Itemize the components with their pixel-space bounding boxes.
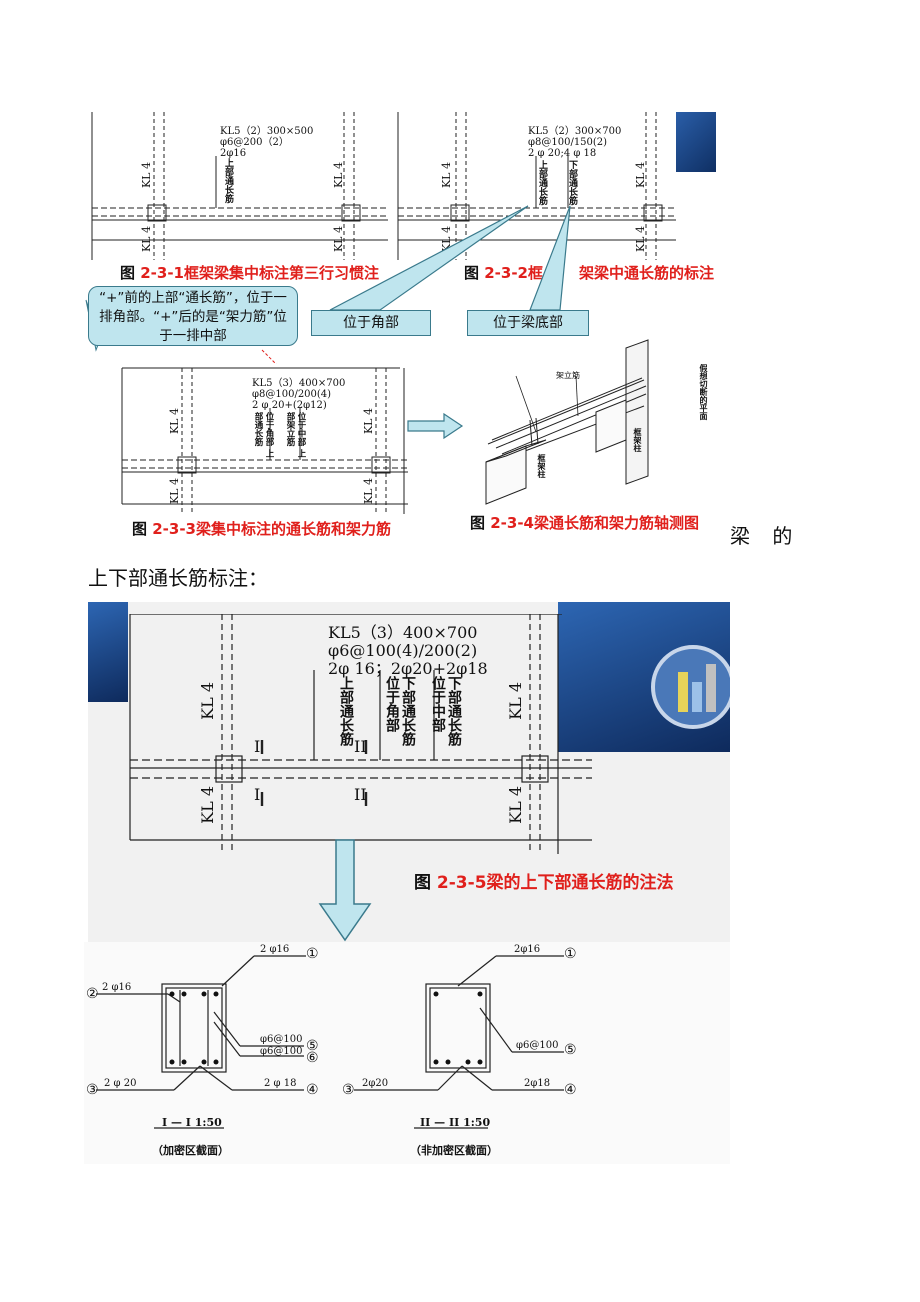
- right-bottom-right: 2φ18: [524, 1078, 551, 1089]
- right-subtitle: （非加密区截面）: [410, 1144, 498, 1157]
- figure-2-3-4: 架立筋 框架柱 假想切断的平面 框架柱: [466, 336, 718, 508]
- figure-2-3-5-annotation: KL5（3）400×700 φ6@100(4)/200(2) 2φ 16；2φ2…: [328, 623, 488, 678]
- right-title: II — II 1:50: [420, 1116, 491, 1129]
- figure-2-3-3-vertical-label-1: 位于角部 上部通长筋: [253, 412, 274, 458]
- figure-2-3-3-kl-bottom-left: KL 4: [168, 478, 181, 505]
- figure-2-3-4-caption-text: 梁通长筋和架力筋轴测图: [534, 514, 700, 532]
- figure-2-3-4-caption-num: 2-3-4: [490, 514, 534, 532]
- left-stirrup2: φ6@100: [260, 1046, 303, 1057]
- figure-2-3-1-vertical-label: 上部通长筋: [223, 158, 233, 203]
- figure-2-3-4-drawing: [485, 339, 649, 505]
- arrow-right-icon: [407, 412, 464, 440]
- callout-bottom: 位于梁底部: [467, 310, 589, 336]
- left-left-bar: 2 φ16: [102, 982, 132, 993]
- figure-2-3-5-kl-top-left: KL 4: [198, 682, 217, 720]
- figure-2-3-2-caption-num: 2-3-2: [484, 264, 528, 282]
- figure-2-3-5-col3a: 下部通长筋: [446, 676, 462, 746]
- right-n3: ③: [342, 1082, 355, 1098]
- figure-2-3-5-col3b: 位于中部: [430, 676, 446, 732]
- figure-2-3-2-drawing: [397, 112, 676, 260]
- figure-2-3-2-annotation: KL5（2）300×700 φ8@100/150(2) 2 φ 20;4 φ 1…: [528, 126, 622, 159]
- figure-2-3-3-annotation: KL5（3）400×700 φ8@100/200(4) 2 φ 20+(2φ12…: [252, 378, 346, 411]
- figure-2-3-2-caption: 图 2-3-2框 架梁中通长筋的标注: [464, 262, 714, 283]
- chart-globe-icon: [651, 645, 730, 729]
- right-stirrup: φ6@100: [516, 1040, 559, 1051]
- figure-2-3-5-kl-bottom-left: KL 4: [198, 786, 217, 824]
- left-stirrup1: φ6@100: [260, 1034, 303, 1045]
- figure-2-3-4-label-frame-col: 框架柱: [633, 428, 642, 452]
- figure-2-3-5-section-ii-bottom: II: [354, 785, 367, 804]
- left-n6: ⑥: [306, 1050, 319, 1066]
- figure-2-3-3-kl-top-left: KL 4: [168, 408, 181, 435]
- figure-2-3-4-caption: 图 2-3-4梁通长筋和架力筋轴测图: [470, 512, 699, 533]
- figure-2-3-5-col2b: 位于角部: [384, 676, 400, 732]
- figure-2-3-2-caption-text: 框: [528, 264, 544, 282]
- left-subtitle: （加密区截面）: [152, 1144, 229, 1157]
- left-bottom-left: 2 φ 20: [104, 1078, 137, 1089]
- left-top-bar: 2 φ16: [260, 944, 290, 955]
- figure-2-3-4-caption-prefix: 图: [470, 514, 491, 532]
- banner-left: [88, 602, 128, 702]
- figure-2-3-2-caption-text-2: 架梁中通长筋的标注: [579, 264, 715, 282]
- figure-2-3-1-caption-prefix: 图: [120, 264, 141, 282]
- figure-2-3-5-caption: 图 2-3-5梁的上下部通长筋的注法: [414, 868, 674, 893]
- figure-2-3-1-drawing: [91, 112, 388, 260]
- sections-drawing: [96, 955, 564, 1129]
- right-top-bar: 2φ16: [514, 944, 541, 955]
- figure-2-3-1-caption-num: 2-3-1: [140, 264, 184, 282]
- figure-2-3-1-caption-text: 框架梁集中标注第三行习惯注: [184, 264, 380, 282]
- right-n1: ①: [564, 946, 577, 962]
- figure-2-3-5-caption-num: 2-3-5: [436, 873, 487, 893]
- figure-2-3-4-label-right: 假想切断的平面: [699, 364, 708, 420]
- figure-2-3-1-caption: 图 2-3-1框架梁集中标注第三行习惯注: [120, 262, 379, 283]
- callout-main: “+”前的上部“通长筋”，位于一排角部。“+”后的是“架力筋”位于一排中部: [88, 286, 298, 346]
- figure-2-3-3-caption-num: 2-3-3: [152, 520, 196, 538]
- sections-panel: 2 φ16 ① 2 φ16 ② φ6@100 φ6@100 ⑤ ⑥ 2 φ 20…: [84, 942, 730, 1164]
- figure-2-3-3-drawing: [121, 367, 408, 514]
- left-n1: ①: [306, 946, 319, 962]
- figure-2-3-4-label-column: 框架柱: [537, 454, 546, 478]
- figure-2-3-2-vertical-label-1: 上部通长筋: [537, 160, 547, 205]
- figure-2-3-2-vertical-label-2: 下部通长筋: [567, 160, 577, 205]
- body-text-line2: 上下部通长筋标注：: [88, 566, 268, 590]
- figure-2-3-5-kl-bottom-right: KL 4: [506, 786, 525, 824]
- right-n5: ⑤: [564, 1042, 577, 1058]
- figure-2-3-3-caption-prefix: 图: [132, 520, 153, 538]
- left-n4: ④: [306, 1082, 319, 1098]
- figure-2-3-5-kl-top-right: KL 4: [506, 682, 525, 720]
- figure-2-3-3: KL5（3）400×700 φ8@100/200(4) 2 φ 20+(2φ12…: [120, 364, 408, 514]
- figure-2-3-5-col2a: 下部通长筋: [400, 676, 416, 746]
- figure-2-3-5: KL5（3）400×700 φ6@100(4)/200(2) 2φ 16；2φ2…: [88, 602, 730, 942]
- left-n3: ③: [86, 1082, 99, 1098]
- figure-2-3-2-caption-prefix: 图: [464, 264, 485, 282]
- right-n4: ④: [564, 1082, 577, 1098]
- left-n2: ②: [86, 986, 99, 1002]
- figure-2-3-5-section-i-top: I: [254, 737, 261, 756]
- left-bottom-right: 2 φ 18: [264, 1078, 297, 1089]
- figure-2-3-3-caption: 图 2-3-3梁集中标注的通长筋和架力筋: [132, 518, 391, 539]
- figure-2-3-3-vertical-label-2: 位于中部 上部架立筋: [285, 412, 306, 458]
- figure-2-3-3-caption-text: 梁集中标注的通长筋和架力筋: [196, 520, 392, 538]
- left-title: I — I 1:50: [162, 1116, 222, 1129]
- arrow-down-icon: [318, 839, 372, 942]
- figure-2-3-1-annotation: KL5（2）300×500 φ6@200（2） 2φ16: [220, 126, 314, 159]
- figure-2-3-5-caption-text: 梁的上下部通长筋的注法: [486, 873, 674, 893]
- left-n5: ⑤: [306, 1038, 319, 1054]
- right-bottom-left: 2φ20: [362, 1078, 389, 1089]
- figure-2-3-5-col1: 上部通长筋: [338, 676, 354, 746]
- figure-2-3-3-kl-bottom-right: KL 4: [362, 478, 375, 505]
- figure-2-3-2: KL5（2）300×700 φ8@100/150(2) 2 φ 20;4 φ 1…: [396, 112, 676, 260]
- figure-2-3-5-caption-prefix: 图: [414, 873, 437, 893]
- figure-2-3-5-section-i-bottom: I: [254, 785, 261, 804]
- callout-corner: 位于角部: [311, 310, 431, 336]
- figure-2-3-1: KL5（2）300×500 φ6@200（2） 2φ16 上部通长筋 KL 4 …: [88, 112, 388, 260]
- banner-corner-top: [676, 112, 716, 172]
- figure-2-3-5-section-ii-top: II: [354, 737, 367, 756]
- figure-2-3-4-label-top: 架立筋: [556, 371, 580, 380]
- figure-2-3-5-drawing: [129, 614, 592, 854]
- body-text-trailing: 梁 的: [730, 524, 801, 548]
- figure-2-3-3-kl-top-right: KL 4: [362, 408, 375, 435]
